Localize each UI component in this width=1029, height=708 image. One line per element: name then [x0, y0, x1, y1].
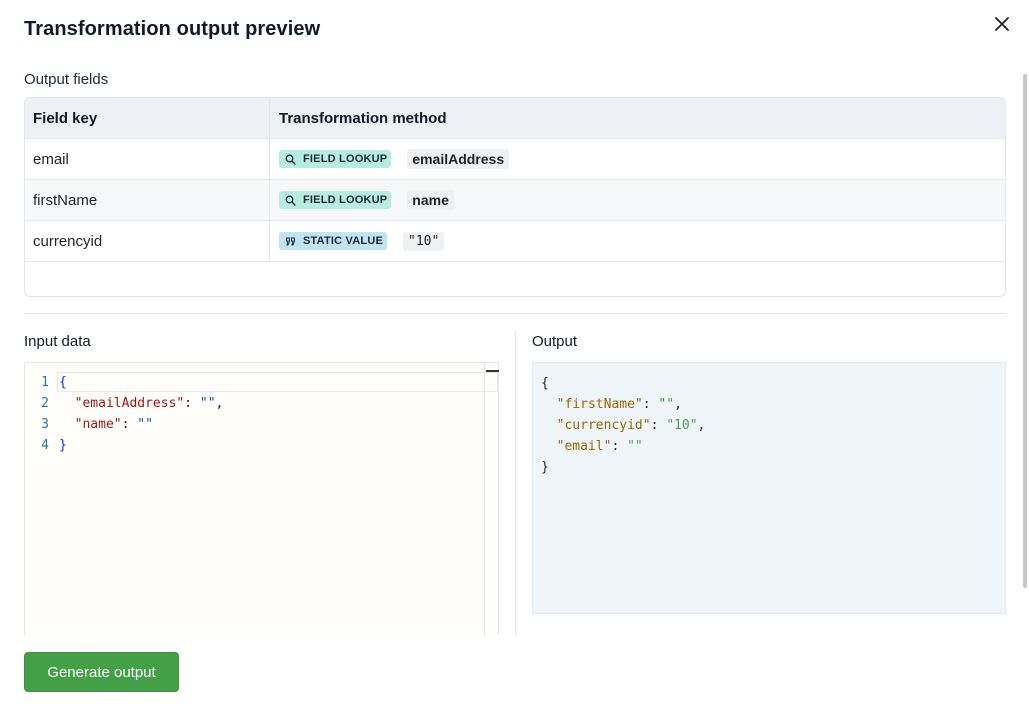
- json-separator: :: [611, 439, 628, 454]
- close-button[interactable]: [990, 12, 1014, 36]
- json-key: "currencyid": [556, 418, 651, 433]
- json-separator: :: [642, 397, 659, 412]
- json-key: "email": [556, 439, 612, 454]
- method-badge: FIELD LOOKUP: [279, 191, 392, 209]
- json-brace: }: [541, 460, 549, 475]
- scrollbar[interactable]: [1023, 74, 1027, 588]
- json-key: "name": [74, 417, 122, 432]
- dialog-title: Transformation output preview: [24, 18, 321, 40]
- output-line: {: [541, 373, 997, 394]
- column-header-transformation-method: Transformation method: [279, 109, 447, 127]
- output-line: "currencyid": "10",: [541, 415, 997, 436]
- input-code-editor[interactable]: 1{ 2 "emailAddress": "", 3 "name": "" 4}: [24, 362, 499, 636]
- line-number: 3: [41, 417, 49, 432]
- search-icon: [283, 152, 297, 166]
- active-line-highlight: [57, 372, 498, 392]
- json-comma: ,: [697, 418, 706, 433]
- json-comma: ,: [674, 397, 682, 412]
- search-icon: [283, 193, 297, 207]
- json-separator: :: [650, 418, 667, 433]
- json-key: "emailAddress": [74, 396, 185, 411]
- output-label: Output: [532, 333, 578, 350]
- code-brace: }: [59, 438, 67, 453]
- json-value: "": [137, 417, 153, 432]
- generate-output-button[interactable]: Generate output: [24, 652, 179, 692]
- transformation-method: FIELD LOOKUP name: [270, 180, 1005, 220]
- editor-ruler: [484, 363, 485, 636]
- code-line: 4}: [25, 435, 67, 456]
- table-header: Field key Transformation method: [25, 98, 1005, 139]
- table-row[interactable]: firstName FIELD LOOKUP name: [25, 180, 1005, 221]
- table-row[interactable]: email FIELD LOOKUP emailAddress: [25, 139, 1005, 180]
- transformation-method: FIELD LOOKUP emailAddress: [270, 139, 1005, 179]
- method-value: emailAddress: [407, 149, 510, 169]
- field-key: currencyid: [25, 221, 270, 261]
- method-badge: STATIC VALUE: [279, 232, 388, 250]
- code-line: 3 "name": "": [25, 414, 153, 435]
- code-line: 2 "emailAddress": "",: [25, 393, 223, 414]
- output-line: "email": "": [541, 436, 997, 457]
- json-value: "": [199, 396, 216, 411]
- field-key: email: [25, 139, 270, 179]
- method-value: name: [407, 190, 454, 210]
- json-value: "": [627, 439, 643, 454]
- output-fields-label: Output fields: [24, 71, 109, 88]
- section-divider: [24, 313, 1006, 314]
- table-row[interactable]: currencyid STATIC VALUE "10": [25, 221, 1005, 262]
- overview-ruler-cursor: [486, 370, 499, 372]
- input-data-label: Input data: [24, 333, 91, 350]
- json-value: "10": [666, 418, 698, 433]
- code-brace: {: [59, 375, 67, 390]
- line-number: 4: [41, 438, 49, 453]
- quote-icon: [283, 234, 297, 248]
- json-comma: ,: [215, 396, 224, 411]
- output-json-view: { "firstName": "", "currencyid": "10", "…: [532, 362, 1006, 614]
- json-separator: :: [121, 417, 138, 432]
- json-key: "firstName": [556, 397, 643, 412]
- line-number: 2: [41, 396, 49, 411]
- transformation-method: STATIC VALUE "10": [270, 221, 1005, 261]
- method-badge-label: FIELD LOOKUP: [303, 153, 388, 165]
- json-separator: :: [184, 396, 200, 411]
- pane-divider: [515, 330, 516, 635]
- method-badge-label: STATIC VALUE: [303, 235, 384, 247]
- code-line: 1{: [25, 372, 67, 393]
- method-badge: FIELD LOOKUP: [279, 150, 392, 168]
- json-value: "": [658, 397, 675, 412]
- method-value: "10": [403, 231, 445, 251]
- line-number: 1: [41, 375, 49, 390]
- method-badge-label: FIELD LOOKUP: [303, 194, 388, 206]
- output-line: }: [541, 457, 997, 478]
- field-key: firstName: [25, 180, 270, 220]
- json-brace: {: [541, 376, 549, 391]
- close-icon: [995, 17, 1009, 31]
- column-header-field-key: Field key: [25, 98, 270, 138]
- output-line: "firstName": "",: [541, 394, 997, 415]
- output-fields-table: Field key Transformation method email FI…: [24, 97, 1006, 297]
